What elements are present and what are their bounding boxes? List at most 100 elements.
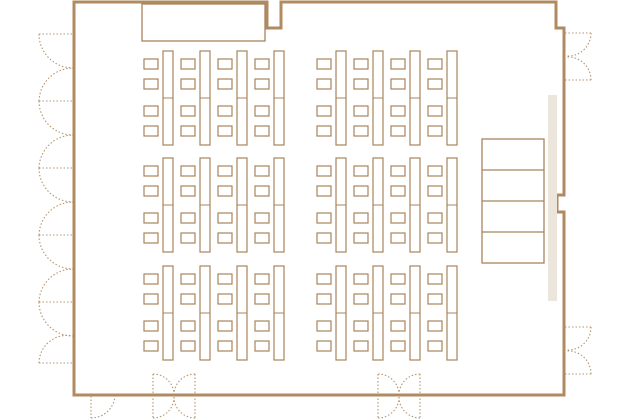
chair [180, 273, 196, 285]
chair [353, 340, 369, 352]
chair [427, 320, 443, 332]
chair [254, 273, 270, 285]
left-wall-door-5 [38, 301, 74, 364]
chair [180, 125, 196, 137]
chair [316, 125, 332, 137]
chair [254, 340, 270, 352]
chair [217, 58, 233, 70]
chair [353, 78, 369, 90]
chair [390, 340, 406, 352]
seating-area [143, 50, 458, 361]
chair [217, 105, 233, 117]
chair [427, 293, 443, 305]
chair [143, 185, 159, 197]
projection-screen [548, 95, 557, 301]
chair [390, 185, 406, 197]
chair [180, 78, 196, 90]
chair [390, 232, 406, 244]
chair [143, 58, 159, 70]
bottom-wall-door-1 [90, 395, 116, 419]
chair [427, 165, 443, 177]
chair [180, 58, 196, 70]
chair [353, 293, 369, 305]
chair [254, 293, 270, 305]
right-wall-door-bottom [565, 326, 592, 375]
chair [217, 232, 233, 244]
chair [217, 340, 233, 352]
chair [316, 320, 332, 332]
chair [390, 58, 406, 70]
chair [316, 212, 332, 224]
seating-block-2 [316, 50, 458, 146]
chair [180, 340, 196, 352]
chair [180, 232, 196, 244]
chair [217, 78, 233, 90]
chair [353, 212, 369, 224]
chair [353, 165, 369, 177]
chair [180, 185, 196, 197]
left-wall-door-2 [38, 100, 74, 169]
chair [353, 58, 369, 70]
chair [353, 320, 369, 332]
chair [316, 105, 332, 117]
seating-block-1 [143, 50, 285, 146]
chair [427, 232, 443, 244]
chair [316, 165, 332, 177]
chair [254, 320, 270, 332]
chair [180, 212, 196, 224]
seating-block-3 [143, 157, 285, 253]
chair [390, 293, 406, 305]
chair [143, 165, 159, 177]
chair [254, 78, 270, 90]
chair [217, 293, 233, 305]
chair [254, 212, 270, 224]
chair [390, 320, 406, 332]
chair [143, 78, 159, 90]
chair [316, 340, 332, 352]
chair [254, 105, 270, 117]
chair [427, 340, 443, 352]
stage-platform [481, 138, 545, 264]
chair [390, 212, 406, 224]
chair [390, 125, 406, 137]
chair [254, 232, 270, 244]
service-counter [141, 3, 266, 42]
chair [316, 273, 332, 285]
chair [217, 273, 233, 285]
chair [390, 105, 406, 117]
chair [143, 232, 159, 244]
chair [427, 212, 443, 224]
chair [316, 78, 332, 90]
chair [427, 78, 443, 90]
chair [217, 320, 233, 332]
chair [217, 125, 233, 137]
chair [427, 185, 443, 197]
chair [180, 293, 196, 305]
seating-block-6 [316, 265, 458, 361]
seating-block-4 [316, 157, 458, 253]
chair [353, 105, 369, 117]
chair [427, 105, 443, 117]
chair [353, 232, 369, 244]
chair [180, 105, 196, 117]
chair [427, 125, 443, 137]
chair [143, 212, 159, 224]
chair [427, 273, 443, 285]
chair [180, 320, 196, 332]
chair [254, 165, 270, 177]
chair [143, 105, 159, 117]
left-wall-door-1 [38, 33, 74, 102]
chair [353, 273, 369, 285]
chair [390, 78, 406, 90]
chair [353, 125, 369, 137]
chair [254, 185, 270, 197]
doors-layer [38, 32, 592, 419]
chair [390, 165, 406, 177]
chair [180, 165, 196, 177]
chair [143, 273, 159, 285]
chair [427, 58, 443, 70]
chair [316, 293, 332, 305]
chair [254, 58, 270, 70]
chair [316, 185, 332, 197]
